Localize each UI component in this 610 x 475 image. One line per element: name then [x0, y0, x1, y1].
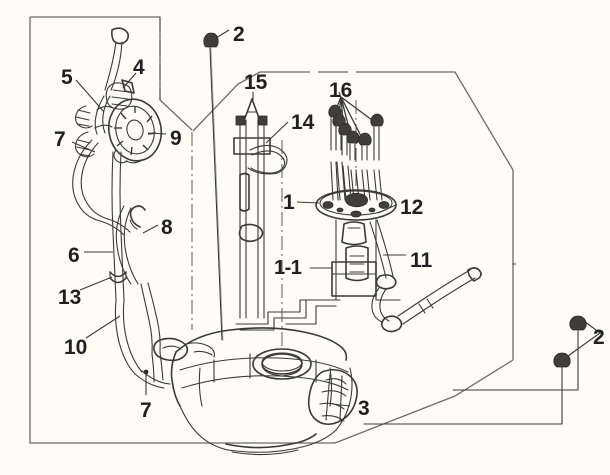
part-hose-clip: [129, 205, 146, 230]
callout-11[interactable]: 11: [410, 249, 433, 272]
part-fuel-feed-pipe: [369, 219, 482, 333]
part-fuel-hose-upper: [111, 151, 125, 301]
part-level-sensor-arm: [233, 98, 271, 319]
part-bolt-upper: [203, 32, 224, 341]
callout-15[interactable]: 15: [244, 71, 268, 94]
tank-connection-rails: [235, 299, 401, 331]
callout-7-lower[interactable]: 7: [140, 399, 152, 422]
leader-2-upper: [215, 29, 230, 39]
leader-14: [265, 121, 289, 144]
callout-1[interactable]: 1: [283, 191, 295, 214]
leader-9: [147, 132, 167, 135]
callout-13[interactable]: 13: [58, 286, 82, 309]
centerlines: [159, 17, 357, 348]
callout-4[interactable]: 4: [133, 56, 145, 79]
callout-14[interactable]: 14: [291, 111, 315, 134]
callout-2-upper[interactable]: 2: [233, 23, 245, 46]
frame-right-box: [192, 71, 516, 444]
part-fuel-cap: [107, 98, 163, 164]
leader-8: [142, 224, 159, 234]
part-breather-hose: [72, 139, 164, 383]
frame-left-box: [29, 16, 335, 444]
callout-8[interactable]: 8: [161, 216, 173, 239]
part-fuel-pump-bracket: [74, 27, 130, 158]
callout-16[interactable]: 16: [329, 79, 353, 102]
callout-9[interactable]: 9: [170, 127, 182, 150]
part-hose-band: [109, 271, 127, 284]
callout-12[interactable]: 12: [400, 196, 424, 219]
part-pump-module-detail: [331, 219, 377, 301]
callout-1-1[interactable]: 1-1: [274, 257, 302, 279]
callout-5[interactable]: 5: [61, 66, 73, 89]
leader-3: [331, 403, 351, 407]
part-bolt-lower-pair: [363, 315, 587, 425]
leader-2-lower: [567, 320, 601, 357]
callout-3[interactable]: 3: [358, 397, 370, 420]
leader-12: [377, 204, 397, 214]
callout-7-upper[interactable]: 7: [54, 128, 66, 151]
part-fuel-hose-lower: [114, 299, 171, 389]
leader-13: [79, 276, 113, 291]
leader-4: [122, 72, 137, 89]
leader-1: [296, 201, 320, 204]
callout-10[interactable]: 10: [64, 336, 88, 359]
part-fuel-tank-body: [153, 327, 358, 456]
callout-6[interactable]: 6: [68, 244, 80, 267]
leader-5: [75, 79, 105, 113]
leader-16: [338, 91, 342, 99]
leader-10: [85, 315, 121, 339]
callout-2-lower[interactable]: 2: [593, 326, 605, 349]
part-fuel-pump-unit: [315, 189, 397, 221]
leader-7-upper: [71, 141, 96, 153]
part-return-hose: [247, 144, 288, 175]
